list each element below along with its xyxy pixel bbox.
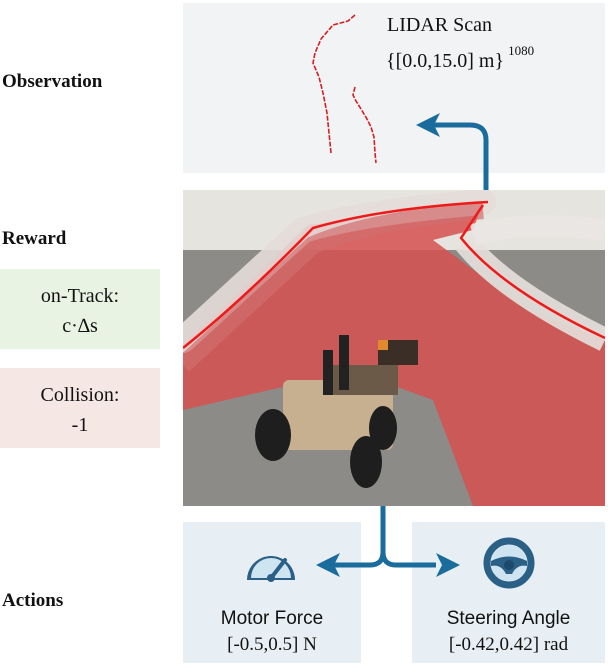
motor-force-range: [-0.5,0.5] N (227, 634, 317, 655)
track-boundary-left (183, 200, 489, 349)
speedometer-icon (247, 556, 295, 582)
motor-force-title: Motor Force (220, 608, 324, 629)
collision-reward-box: Collision: -1 (0, 368, 160, 448)
lidar-panel (183, 3, 605, 173)
collision-value: -1 (71, 414, 89, 436)
observation-label: Observation (2, 71, 103, 92)
lidar-exponent: 1080 (508, 43, 535, 58)
steer-action-box: Steering Angle [-0.42,0.42] rad (412, 522, 605, 663)
motor-action-box: Motor Force [-0.5,0.5] N (183, 522, 361, 663)
lidar-right-wall (352, 86, 377, 164)
reward-label: Reward (2, 228, 67, 249)
track-photo (183, 190, 605, 506)
track-boundary-right (459, 204, 605, 340)
lidar-range: {[0.0,15.0] m}1080 (386, 43, 534, 73)
lidar-title: LIDAR Scan (387, 14, 492, 36)
actions-label: Actions (2, 590, 64, 611)
steering-angle-title: Steering Angle (446, 608, 571, 629)
collision-title: Collision: (40, 384, 120, 406)
lidar-left-wall (312, 14, 356, 154)
on-track-reward-box: on-Track: c·∆s (0, 269, 160, 349)
on-track-title: on-Track: (40, 285, 120, 307)
arrow-to-actions (330, 506, 436, 568)
on-track-value: c·∆s (62, 315, 98, 337)
arrow-to-observation (432, 122, 489, 190)
steering-wheel-icon (483, 537, 535, 589)
lidar-range-text: {[0.0,15.0] m} (386, 50, 505, 72)
lidar-scan-plot (312, 14, 377, 164)
robot-car (255, 335, 418, 488)
steering-angle-range: [-0.42,0.42] rad (448, 634, 569, 655)
